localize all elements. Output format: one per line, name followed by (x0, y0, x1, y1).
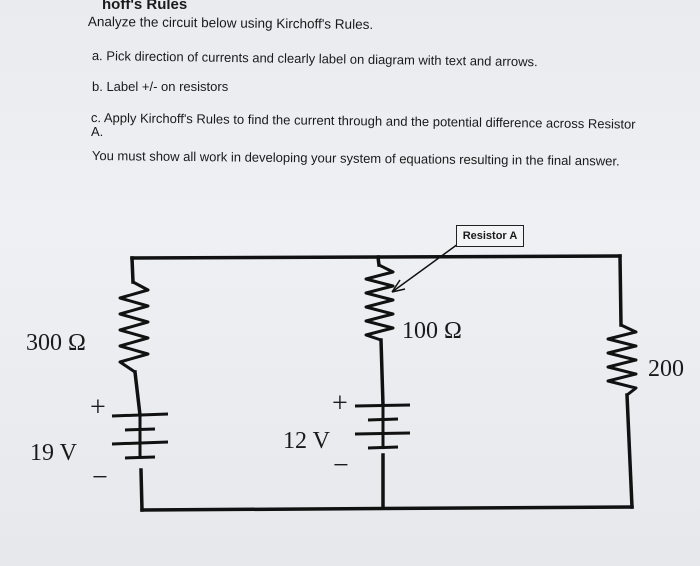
top-wire (130, 254, 622, 260)
middle-wire-top (376, 255, 381, 267)
resistor-a-label: Resistor A (456, 225, 524, 247)
right-wire-upper (618, 254, 623, 327)
battery-12v-symbol (354, 403, 411, 450)
battery-19v-plus: + (90, 392, 106, 423)
resistor-100-label: 100 Ω (402, 318, 462, 344)
middle-wire-mid (379, 338, 385, 407)
page-title: hoff's Rules (102, 0, 188, 13)
right-wire-lower (625, 393, 634, 509)
resistor-a-arrow (391, 243, 459, 293)
left-wire-bottom (139, 468, 144, 512)
resistor-200-label: 200 (648, 356, 684, 382)
part-c-continued: A. (91, 124, 104, 139)
battery-19v-minus: − (92, 462, 108, 493)
resistor-300-label: 300 Ω (26, 330, 86, 356)
bottom-wire (140, 505, 634, 512)
left-wire-top (130, 256, 135, 284)
resistor-100-zigzag (364, 263, 395, 342)
left-wire-mid (133, 370, 142, 417)
battery-12v-label: 12 V (283, 428, 330, 454)
battery-19v-symbol (111, 412, 169, 460)
resistor-200-zigzag (606, 323, 638, 397)
part-b-text: b. Label +/- on resistors (92, 79, 229, 94)
battery-12v-minus: − (333, 450, 349, 481)
battery-19v-label: 19 V (30, 440, 77, 466)
resistor-300-zigzag (118, 280, 150, 374)
battery-12v-plus: + (332, 388, 348, 419)
